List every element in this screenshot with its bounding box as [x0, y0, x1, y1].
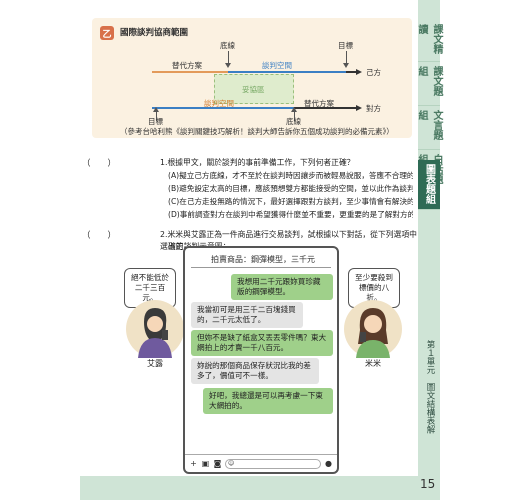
chat-phone-frame: 拍賣商品：鋼彈模型，三千元 我想用二千元跟妳買珍藏版的鋼彈模型。 我當初可是用三…: [183, 246, 339, 474]
alternative-label-bottom: 替代方案: [304, 99, 334, 108]
bottom-line-tick-bottom: [294, 109, 295, 121]
woman-illustration-icon: [138, 308, 172, 358]
chat-message-left: 妳說的那個商品保存狀況比我的差多了，價值可不一樣。: [191, 358, 319, 384]
plus-icon[interactable]: +: [190, 459, 197, 468]
target-label-bottom: 目標: [148, 117, 163, 126]
woman-illustration-icon: [356, 308, 390, 358]
section-badge: 乙: [100, 26, 114, 40]
q2-text-line1: 2.米米與艾露正為一件商品進行交易談判，試根據以下對話，從下列選項中選出正: [160, 230, 417, 251]
tab-classical-set[interactable]: 文言題組: [416, 106, 442, 150]
tab-chart-set[interactable]: 圖表題組: [418, 160, 440, 210]
chat-message-right: 我想用二千元跟妳買珍藏版的鋼彈模型。: [231, 274, 333, 300]
bottom-line-label-top: 底線: [220, 41, 235, 50]
left-person-avatar: [126, 300, 184, 358]
left-person-name: 艾露: [147, 359, 163, 368]
arrow-right-icon: [356, 105, 362, 111]
emoji-icon[interactable]: ☺: [228, 460, 235, 467]
page-footer-bar: [80, 476, 418, 500]
other-label: 對方: [366, 104, 381, 113]
chat-message-left: 我當初可是用三千二百塊錢買的，二千元太低了。: [191, 302, 303, 328]
chat-input-bar: + ▣ ◙ ☺ ●: [185, 454, 337, 472]
arrow-up-icon: [153, 107, 159, 112]
bottom-line-label-bottom: 底線: [286, 117, 301, 126]
target-tick-bottom: [156, 109, 157, 121]
unit-label: 第１單元 圖文結構表解: [425, 340, 435, 434]
other-space-line: [152, 107, 294, 109]
arrow-down-icon: [225, 63, 231, 68]
image-icon[interactable]: ▣: [201, 459, 210, 468]
other-alternative-line: [294, 107, 358, 109]
alternative-label-top: 替代方案: [172, 61, 202, 70]
self-line-end: [346, 71, 358, 73]
space-label-bottom: 談判空間: [204, 99, 234, 108]
negotiation-range-diagram: 乙 國際談判協商範圍 底線 目標 替代方案 談判空間 己方 妥協區 對方 談判空…: [92, 18, 412, 138]
chapter-tab-strip: 課文精讀 課文題組 文言題組 白話題組 圖表題組: [416, 0, 442, 500]
q1-text: 1.根據甲文，關於談判的事前準備工作，下列何者正確？: [160, 158, 355, 167]
tab-reading[interactable]: 課文精讀: [416, 20, 442, 62]
q1-option-c[interactable]: (C)在己方走投無路的情況下，最好選擇跟對方談判，至少事情會有解決的辦法: [168, 197, 413, 206]
chat-title: 拍賣商品：鋼彈模型，三千元: [211, 255, 315, 264]
arrow-up-icon: [291, 107, 297, 112]
chat-divider: [191, 267, 331, 268]
microphone-icon[interactable]: ●: [325, 459, 332, 468]
q1-answer-paren[interactable]: （ ）: [82, 159, 117, 169]
right-person-avatar: [344, 300, 402, 358]
q1-option-d[interactable]: (D)事前調查對方在談判中希望獲得什麼並不重要，更重要的是了解對方的底線: [168, 210, 413, 219]
q2-answer-paren[interactable]: （ ）: [82, 231, 117, 241]
zone-label: 妥協區: [242, 85, 265, 94]
camera-icon[interactable]: ◙: [213, 459, 222, 468]
self-space-line: [228, 71, 346, 73]
self-label: 己方: [366, 68, 381, 77]
q1-option-b[interactable]: (B)避免設定太高的目標，應該預想雙方都能接受的空間，並以此作為談判目標: [168, 184, 413, 193]
bottom-line-tick-top: [228, 51, 229, 65]
diagram-source-note: （參考台哈利熊《談判關鍵技巧解析！談判大師告訴你五個成功談判的必備元素》）: [120, 127, 394, 136]
chat-message-right: 但妳不是缺了紙盒又丟丟零件嗎？東大網拍上的才賣一千八百元。: [191, 330, 333, 356]
page-number: 15: [420, 477, 436, 491]
space-label-top: 談判空間: [262, 61, 292, 70]
target-label-top: 目標: [338, 41, 353, 50]
message-input[interactable]: ☺: [225, 458, 321, 469]
self-alternative-line: [152, 71, 228, 73]
tab-text-set[interactable]: 課文題組: [416, 62, 442, 106]
q1-option-a[interactable]: (A)擬立己方底線，才不至於在談判時因讓步而被輕易說服，答應不合理的條件: [168, 171, 413, 180]
target-tick-top: [346, 51, 347, 65]
compromise-zone: [214, 74, 294, 104]
right-person-name: 米米: [365, 359, 381, 368]
diagram-title: 國際談判協商範圍: [120, 28, 189, 38]
arrow-down-icon: [343, 63, 349, 68]
chat-message-right: 好吧，我總還是可以再考慮一下東大網拍的。: [203, 388, 333, 414]
arrow-right-icon: [356, 69, 362, 75]
